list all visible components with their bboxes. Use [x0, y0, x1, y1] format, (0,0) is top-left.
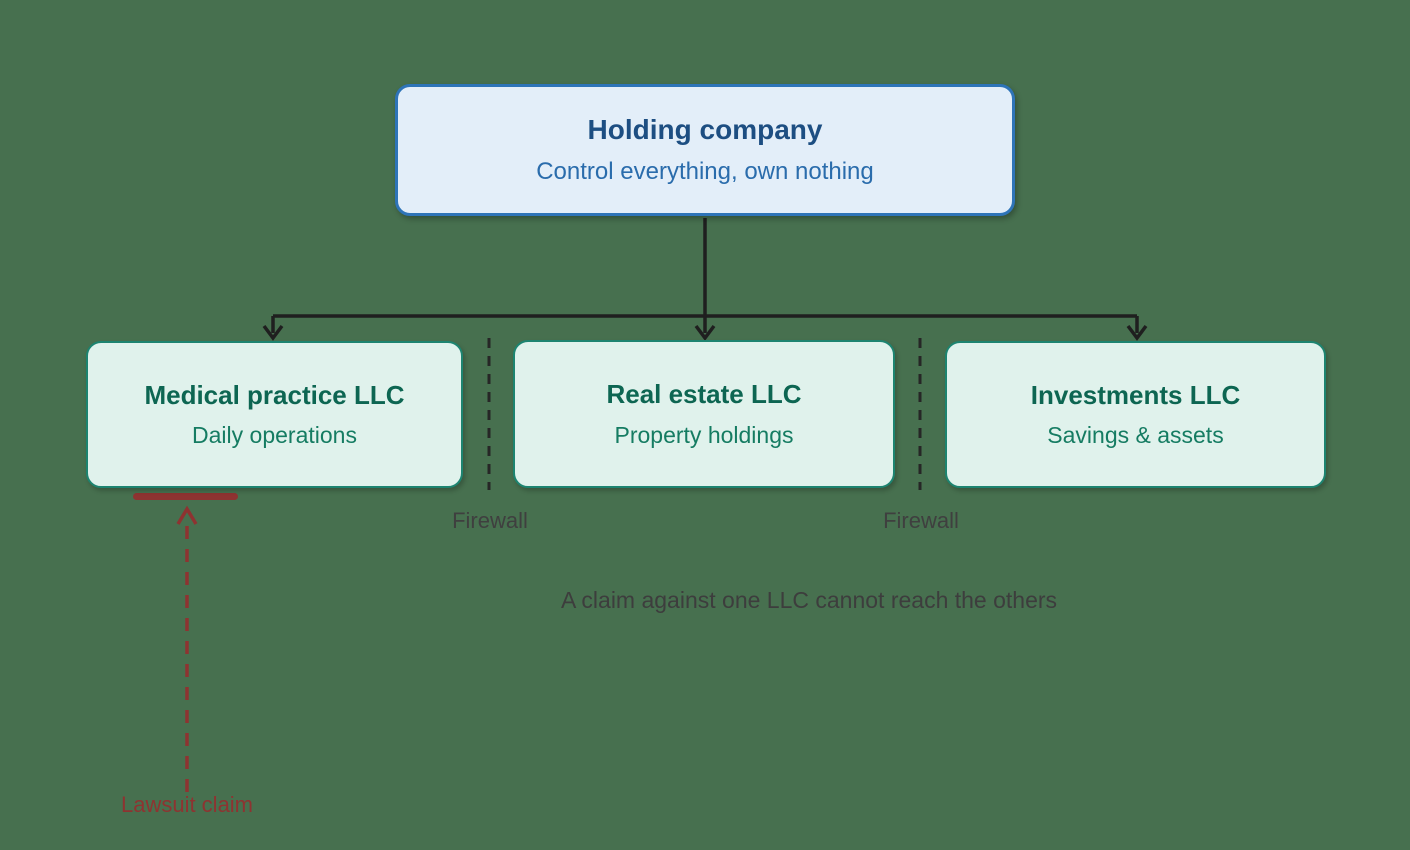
arrowhead-center-icon	[694, 324, 716, 341]
claim-target-highlight	[133, 493, 238, 500]
lawsuit-claim-arrow	[176, 505, 198, 792]
firewall-label-left: Firewall	[452, 508, 528, 533]
subsidiary-node-real-estate: Real estate LLC Property holdings	[513, 340, 895, 488]
lawsuit-claim-label: Lawsuit claim	[120, 792, 254, 817]
subsidiary-node-investments: Investments LLC Savings & assets	[945, 341, 1326, 488]
holding-company-node: Holding company Control everything, own …	[395, 84, 1015, 216]
hierarchy-connector	[262, 218, 1148, 341]
arrowhead-up-icon	[176, 505, 198, 525]
subsidiary-title: Medical practice LLC	[144, 379, 405, 410]
subsidiary-title: Investments LLC	[1030, 379, 1241, 410]
arrowhead-right-icon	[1126, 324, 1148, 341]
subsidiary-subtitle: Savings & assets	[1047, 422, 1224, 449]
subsidiary-subtitle: Daily operations	[192, 422, 357, 449]
holding-company-title: Holding company	[587, 113, 823, 145]
subsidiary-subtitle: Property holdings	[614, 421, 794, 448]
subsidiary-node-medical-practice: Medical practice LLC Daily operations	[86, 341, 463, 488]
subsidiary-title: Real estate LLC	[606, 379, 802, 410]
diagram-caption: A claim against one LLC cannot reach the…	[560, 587, 1058, 613]
holding-company-subtitle: Control everything, own nothing	[536, 157, 874, 185]
arrowhead-left-icon	[262, 324, 284, 341]
firewall-label-right: Firewall	[883, 508, 959, 533]
